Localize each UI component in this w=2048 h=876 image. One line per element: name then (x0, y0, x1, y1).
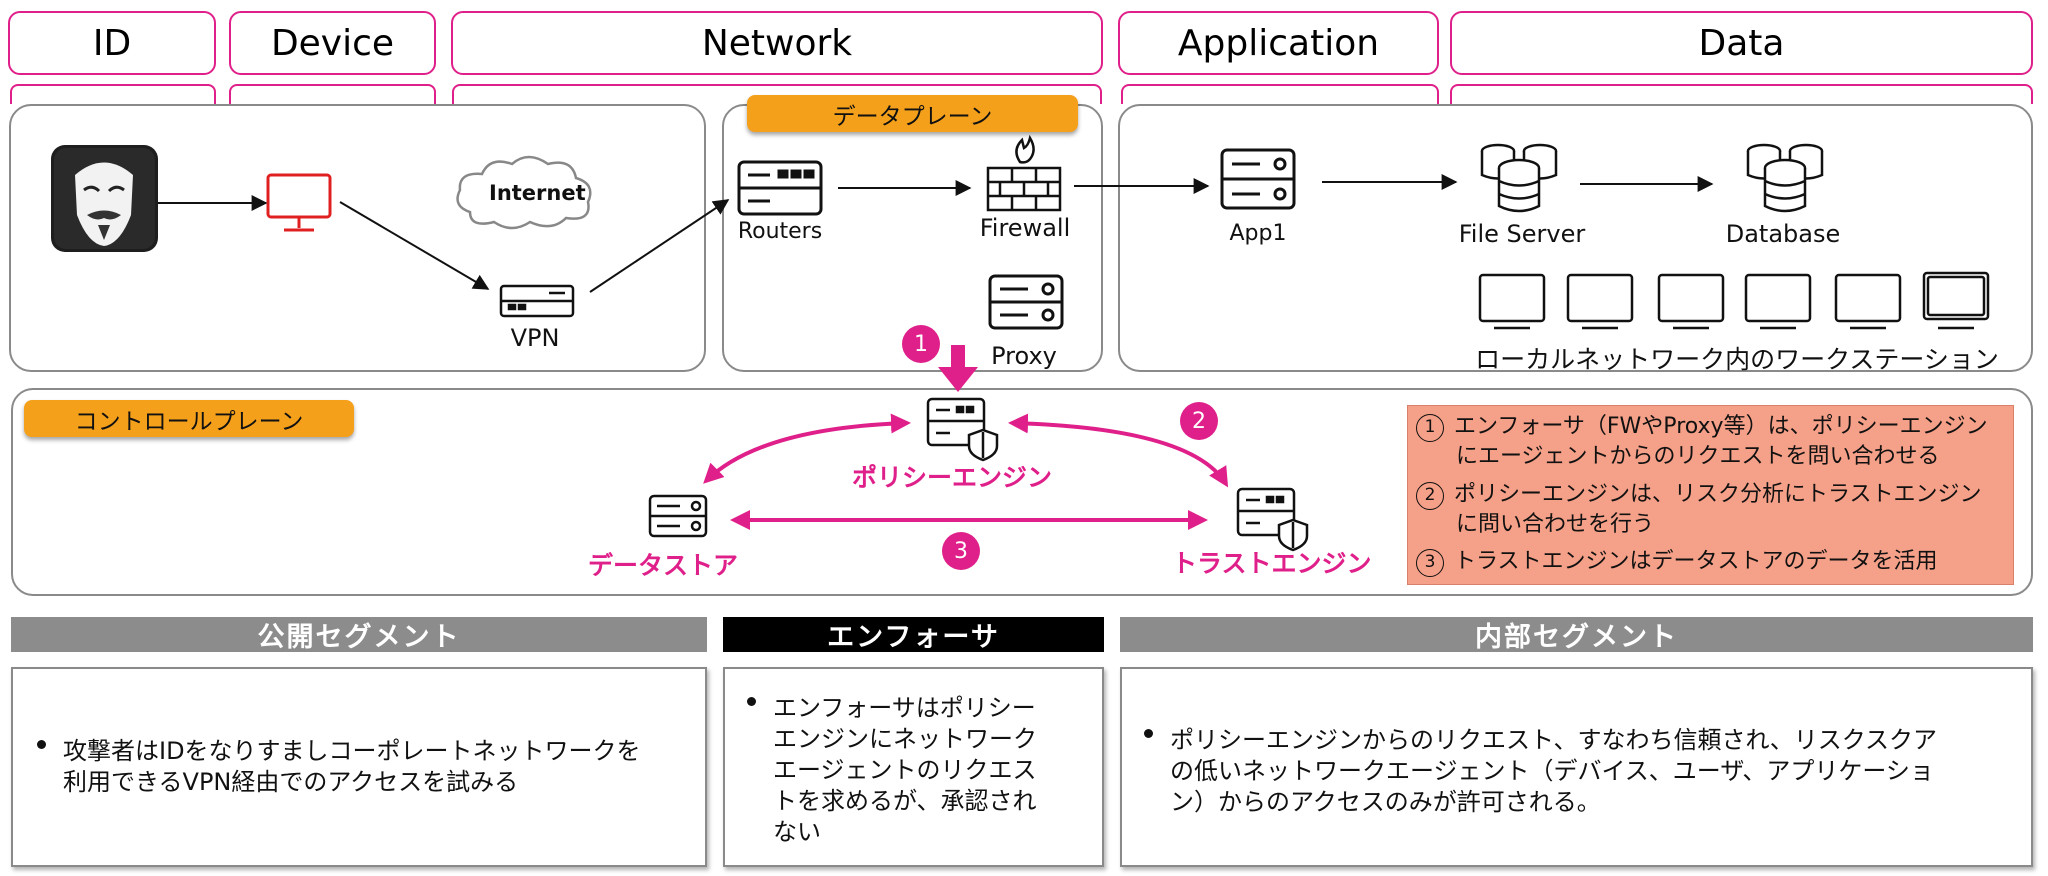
workstations-label: ローカルネットワーク内のワークステーション (1475, 345, 1999, 374)
vpn-device-icon (499, 284, 575, 318)
control-plane-label: コントロールプレーン (24, 400, 354, 437)
note-number-1: 1 (1416, 414, 1444, 442)
column-bracket-data (1450, 84, 2033, 104)
policy-engine-label: ポリシーエンジン (852, 463, 1053, 492)
app1-label: App1 (1229, 221, 1287, 246)
public-segment-header: 公開セグメント (11, 617, 707, 653)
step-number-3: 3 (942, 532, 980, 570)
note-step-3-line1: トラストエンジンはデータストアのデータを活用 (1454, 549, 1938, 574)
internal-segment-text: ポリシーエンジンからのリクエスト、すなわち信頼され、リスクスクア の低いネットワ… (1170, 726, 1938, 816)
enforcer-segment-box: エンフォーサはポリシー エンジンにネットワーク エージェントのリクエス トを求め… (723, 667, 1104, 867)
policy-datastore-arrow (703, 413, 911, 484)
column-header-device: Device (229, 11, 436, 75)
bullet-dot (747, 697, 756, 706)
data-store-icon (648, 494, 708, 538)
database-icon (1746, 143, 1824, 213)
note-step-2: 2 ポリシーエンジンは、リスク分析にトラストエンジン に問い合わせを行う (1416, 480, 1982, 539)
column-header-network: Network (451, 11, 1103, 75)
note-step-1-line1: エンフォーサ（FWやProxy等）は、ポリシーエンジン (1454, 414, 1988, 439)
note-number-2: 2 (1416, 482, 1444, 510)
note-step-3: 3 トラストエンジンはデータストアのデータを活用 (1416, 547, 1938, 577)
proxy-label: Proxy (991, 342, 1057, 370)
enforcer-segment-header: エンフォーサ (723, 617, 1104, 653)
bullet-dot (37, 740, 46, 749)
router-icon (737, 160, 823, 216)
step-number-1: 1 (902, 325, 940, 363)
column-bracket-id (10, 84, 216, 104)
policy-trust-arrow (1008, 413, 1229, 488)
data-store-label: データストア (588, 551, 739, 580)
app-server-icon (1220, 148, 1296, 210)
enforcer-down-arrow (938, 345, 978, 392)
proxy-server-icon (988, 274, 1064, 330)
internal-segment-box: ポリシーエンジンからのリクエスト、すなわち信頼され、リスクスクア の低いネットワ… (1120, 667, 2033, 867)
public-segment-box: 攻撃者はIDをなりすましコーポレートネットワークを 利用できるVPN経由でのアク… (11, 667, 707, 867)
internal-segment-header: 内部セグメント (1120, 617, 2033, 653)
database-label: Database (1725, 220, 1841, 248)
cloud-icon (456, 155, 592, 230)
column-bracket-device (229, 84, 436, 104)
step-number-2: 2 (1180, 402, 1218, 440)
internet-label: Internet (489, 181, 586, 205)
monitor-icon (266, 173, 332, 232)
note-step-2-line2: に問い合わせを行う (1456, 512, 1655, 537)
firewall-icon (986, 134, 1062, 212)
bullet-dot (1144, 729, 1153, 738)
note-step-1: 1 エンフォーサ（FWやProxy等）は、ポリシーエンジン にエージェントからのリ… (1416, 412, 1988, 471)
column-header-data: Data (1450, 11, 2033, 75)
column-bracket-network (452, 84, 1102, 104)
column-header-application: Application (1118, 11, 1439, 75)
trust-engine-label: トラストエンジン (1172, 549, 1372, 578)
enforcer-segment-text: エンフォーサはポリシー エンジンにネットワーク エージェントのリクエス トを求め… (773, 694, 1037, 846)
column-bracket-application (1121, 84, 1439, 104)
note-step-2-line1: ポリシーエンジンは、リスク分析にトラストエンジン (1454, 482, 1982, 507)
note-number-3: 3 (1416, 549, 1444, 577)
trust-engine-icon (1236, 487, 1309, 552)
policy-engine-icon (926, 397, 999, 462)
routers-label: Routers (737, 219, 823, 244)
note-step-1-line2: にエージェントからのリクエストを問い合わせる (1456, 444, 1940, 469)
firewall-label: Firewall (979, 214, 1071, 242)
column-header-id: ID (8, 11, 216, 75)
workstation-icon (1478, 271, 1990, 330)
database-icon (1480, 143, 1558, 213)
file-server-label: File Server (1458, 220, 1586, 248)
vpn-label: VPN (510, 324, 560, 352)
steps-note-box: 1 エンフォーサ（FWやProxy等）は、ポリシーエンジン にエージェントからのリ… (1407, 405, 2014, 585)
anonymous-mask-icon (51, 145, 158, 252)
data-plane-label: データプレーン (747, 95, 1078, 132)
public-segment-text: 攻撃者はIDをなりすましコーポレートネットワークを 利用できるVPN経由でのアク… (63, 737, 641, 796)
